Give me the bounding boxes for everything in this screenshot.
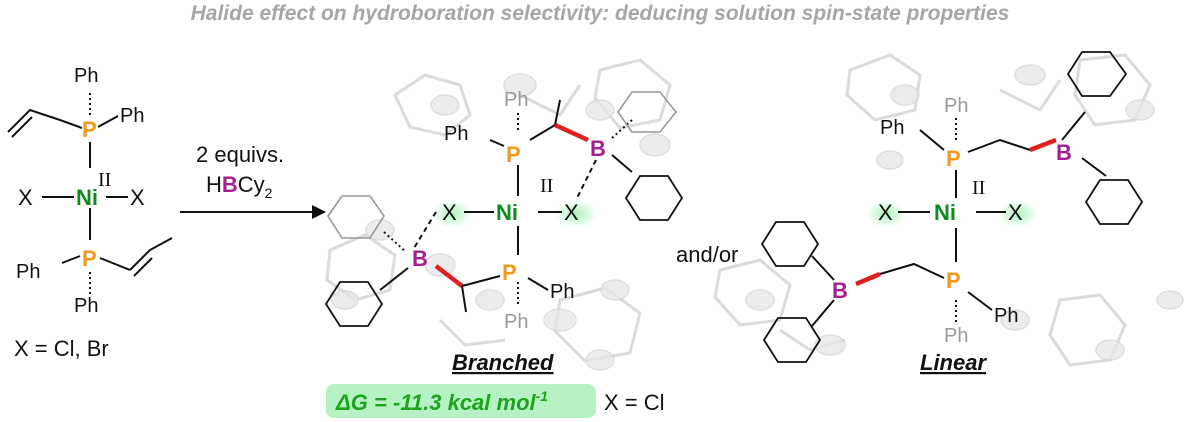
phenyl-label: Ph xyxy=(120,105,144,127)
starting-complex: Ph Ph P II X Ni X P Ph Ph X = Cl, Br xyxy=(7,65,173,361)
crystal-structure-linear-ghost xyxy=(713,53,1184,367)
phenyl-label: Ph xyxy=(880,117,904,139)
reagent-equivalents: 2 equivs. xyxy=(196,142,284,167)
free-energy-value: ΔG = -11.3 kcal mol-1 xyxy=(335,388,548,415)
phenyl-label: Ph xyxy=(74,295,98,317)
phosphorus-atom: P xyxy=(502,260,517,285)
linear-product: Ph Ph P B II X Ni X B P Ph Ph Linear xyxy=(760,51,1144,375)
phosphorus-atom: P xyxy=(946,268,961,293)
nickel-atom: Ni xyxy=(934,200,956,225)
phosphorus-atom: P xyxy=(946,146,961,171)
nickel-atom: Ni xyxy=(76,185,98,210)
phosphorus-atom: P xyxy=(82,246,97,271)
phenyl-label: Ph xyxy=(550,281,574,303)
reaction-arrow: 2 equivs. HBCy2 xyxy=(180,142,326,219)
phenyl-label: Ph xyxy=(944,325,968,347)
phenyl-label: Ph xyxy=(994,305,1018,327)
phenyl-label: Ph xyxy=(16,261,40,283)
linear-label: Linear xyxy=(920,350,987,375)
boron-atom: B xyxy=(1056,140,1072,165)
oxidation-state: II xyxy=(540,175,553,197)
halide-atom: X xyxy=(18,185,33,210)
phosphorus-atom: P xyxy=(82,117,97,142)
boron-atom: B xyxy=(412,246,428,271)
phenyl-label: Ph xyxy=(504,89,528,111)
halide-atom: X xyxy=(130,185,145,210)
phenyl-label: Ph xyxy=(74,65,98,87)
figure-title: Halide effect on hydroboration selectivi… xyxy=(190,2,1010,25)
phosphorus-atom: P xyxy=(506,142,521,167)
halide-atom: X xyxy=(564,200,579,225)
energy-highlight xyxy=(326,384,596,418)
oxidation-state: II xyxy=(972,177,985,199)
and-or-connector: and/or xyxy=(676,242,738,267)
halide-atom: X xyxy=(442,200,457,225)
phenyl-label: Ph xyxy=(444,123,468,145)
reagent-formula: HBCy2 xyxy=(206,172,273,201)
branched-label: Branched xyxy=(452,350,554,375)
halide-atom: X xyxy=(1008,200,1023,225)
branched-product: Ph Ph P B II X Ni X B P Ph Ph Branched Δ… xyxy=(324,89,684,418)
free-energy-condition: X = Cl xyxy=(604,390,665,415)
boron-atom: B xyxy=(590,136,606,161)
nickel-atom: Ni xyxy=(496,200,518,225)
halide-atom: X xyxy=(878,200,893,225)
oxidation-state: II xyxy=(98,169,111,191)
halide-definition: X = Cl, Br xyxy=(14,336,109,361)
crystal-structure-branched-ghost xyxy=(325,58,672,371)
phenyl-label: Ph xyxy=(944,95,968,117)
boron-atom: B xyxy=(832,278,848,303)
phenyl-label: Ph xyxy=(504,311,528,333)
